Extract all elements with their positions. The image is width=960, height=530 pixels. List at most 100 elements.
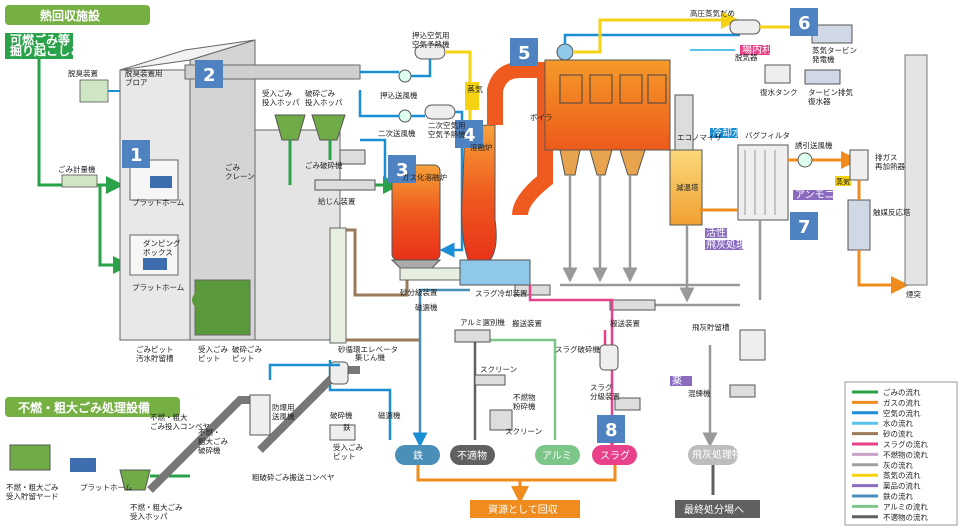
label-platform3: プラットホーム bbox=[80, 483, 132, 492]
label-kneader: 混練機 bbox=[688, 388, 711, 398]
step-marker-label: 7 bbox=[798, 217, 811, 238]
label-dumping-box: ダンピングボックス bbox=[143, 238, 181, 257]
landfill-box bbox=[675, 500, 760, 518]
label-exhaust-reheater: 排ガス再加熱器 bbox=[875, 152, 905, 171]
output-fly-ash bbox=[688, 445, 738, 465]
label-platform2: プラットホーム bbox=[132, 283, 184, 292]
label-receiving-hopper: 受入ごみ投入ホッパ bbox=[262, 88, 300, 107]
label-receiving-pit2: 受入ごみピット bbox=[333, 442, 363, 461]
label-dust-collector: 集じん機 bbox=[355, 352, 385, 362]
label-deodorizer: 脱臭装置 bbox=[68, 68, 98, 78]
step-marker-label: 6 bbox=[798, 13, 811, 34]
step-marker-label: 1 bbox=[130, 145, 143, 166]
step-marker-6 bbox=[790, 8, 818, 36]
stack bbox=[904, 54, 928, 286]
fly-ash-silo bbox=[739, 329, 766, 361]
label-secondary-fan: 二次送風機 bbox=[378, 128, 416, 138]
label-iron-small: 鉄 bbox=[343, 422, 351, 432]
bulky-yard bbox=[9, 444, 51, 471]
reagent-tag: 飛灰処理薬剤 bbox=[706, 238, 766, 251]
output-iron bbox=[395, 445, 440, 465]
kneader bbox=[729, 384, 756, 398]
cooling-water-tag: 冷却水 bbox=[712, 126, 742, 139]
label-push-fan: 押込送風機 bbox=[380, 90, 418, 100]
steam-tag-2: 蒸気 bbox=[836, 177, 850, 186]
flue-duct bbox=[487, 62, 553, 216]
legend-label: 砂の流れ bbox=[883, 429, 913, 439]
section-title-bulky: 不燃・粗大ごみ処理設備 bbox=[18, 400, 150, 415]
turbine-condenser bbox=[804, 69, 841, 85]
output-nonflammable bbox=[450, 445, 495, 465]
section-title-heat-recovery: 熱回収施設 bbox=[40, 8, 101, 23]
receiving-pit-2 bbox=[329, 424, 356, 441]
legend-label: 空気の流れ bbox=[883, 408, 921, 418]
label-induced-fan: 誘引送風機 bbox=[795, 140, 833, 150]
separation-flows bbox=[328, 285, 620, 448]
weighing-scale bbox=[61, 174, 98, 188]
label-aluminum-separator: アルミ選別機 bbox=[460, 317, 505, 327]
label-magnet2: 磁選機 bbox=[378, 410, 401, 420]
label-catalyst: 触媒反応塔 bbox=[873, 207, 911, 217]
legend-label: 薬品の流れ bbox=[883, 481, 921, 491]
step-marker-label: 2 bbox=[203, 65, 216, 86]
label-economizer: エコノマイザ bbox=[677, 133, 722, 142]
legend-label: 鉄の流れ bbox=[883, 491, 913, 501]
component-labels: 脱臭装置脱臭装置用ブロアごみ計量機プラットホームダンピングボックスプラットホーム… bbox=[6, 8, 921, 521]
economizer bbox=[674, 94, 694, 156]
exhaust-reheater bbox=[849, 149, 869, 181]
label-screen1: スクリーン bbox=[480, 365, 517, 374]
bulky-conveyor bbox=[147, 396, 250, 493]
conveyor-left bbox=[514, 284, 551, 296]
label-platform1: プラットホーム bbox=[132, 198, 184, 207]
sand-elevator bbox=[329, 227, 347, 344]
crushed-hopper bbox=[311, 114, 346, 141]
label-crushed-hopper: 破砕ごみ投入ホッパ bbox=[305, 88, 343, 107]
label-hp-steam-header: 高圧蒸気だめ bbox=[690, 8, 735, 18]
recovery-box bbox=[470, 500, 580, 518]
output-slag-label: スラグ bbox=[600, 449, 630, 462]
ammonia-tag: アンモニア水 bbox=[795, 189, 855, 201]
legend-label: ごみの流れ bbox=[883, 387, 921, 397]
coarse-crusher bbox=[249, 394, 271, 436]
label-bulky-hopper: 不燃・粗大ごみ受入ホッパ bbox=[130, 502, 183, 521]
truck-icon bbox=[143, 258, 167, 270]
catalyst-tower bbox=[847, 199, 871, 251]
label-conveyor-left: 搬送装置 bbox=[512, 318, 542, 328]
step-marker-5 bbox=[510, 38, 538, 66]
output-iron-label: 鉄 bbox=[413, 449, 423, 462]
step-marker-label: 3 bbox=[396, 160, 409, 181]
section-header-heat-recovery bbox=[5, 5, 150, 25]
deodorizer-unit bbox=[79, 79, 109, 103]
induced-fan-icon bbox=[797, 152, 813, 168]
label-push-air-preheater: 押込空気用空気予熱機 bbox=[412, 30, 450, 49]
label-feeder: 給じん装置 bbox=[318, 196, 356, 206]
section-header-bulky bbox=[5, 397, 180, 417]
boiler-hoppers bbox=[559, 149, 646, 176]
in-plant-use-tag: 場内利用 bbox=[742, 43, 782, 56]
label-bulky-yard: 不燃・粗大ごみ受入貯留ヤード bbox=[6, 482, 59, 501]
label-coarse-crusher-in: 不燃・粗大ごみ投入コンベヤ bbox=[150, 412, 210, 431]
truck-icon bbox=[70, 458, 96, 472]
air-system bbox=[358, 44, 472, 258]
final-flows bbox=[416, 465, 715, 504]
output-aluminum-label: アルミ bbox=[542, 451, 572, 462]
receiving-hopper bbox=[274, 114, 306, 141]
output-slag bbox=[592, 445, 637, 465]
step-marker-label: 5 bbox=[518, 43, 531, 64]
label-boiler: ボイラ bbox=[530, 113, 553, 122]
label-fly-ash-silo: 飛灰貯留槽 bbox=[692, 322, 730, 332]
screen-1 bbox=[474, 374, 506, 386]
label-pit-wastewater: ごみピット汚水貯留槽 bbox=[136, 344, 174, 363]
label-receiving-pit: 受入ごみピット bbox=[198, 344, 228, 363]
step-marker-3 bbox=[388, 155, 416, 183]
truck-icon bbox=[150, 176, 172, 188]
legend-label: 不適物の流れ bbox=[883, 512, 928, 522]
sand-classifier bbox=[399, 267, 461, 281]
step-marker-4 bbox=[455, 120, 483, 148]
label-conveyor-right: 搬送装置 bbox=[610, 318, 640, 328]
feeder-unit bbox=[314, 179, 376, 191]
output-aluminum bbox=[535, 445, 580, 465]
step-marker-8 bbox=[597, 415, 625, 443]
legend-label: 灰の流れ bbox=[883, 460, 913, 470]
